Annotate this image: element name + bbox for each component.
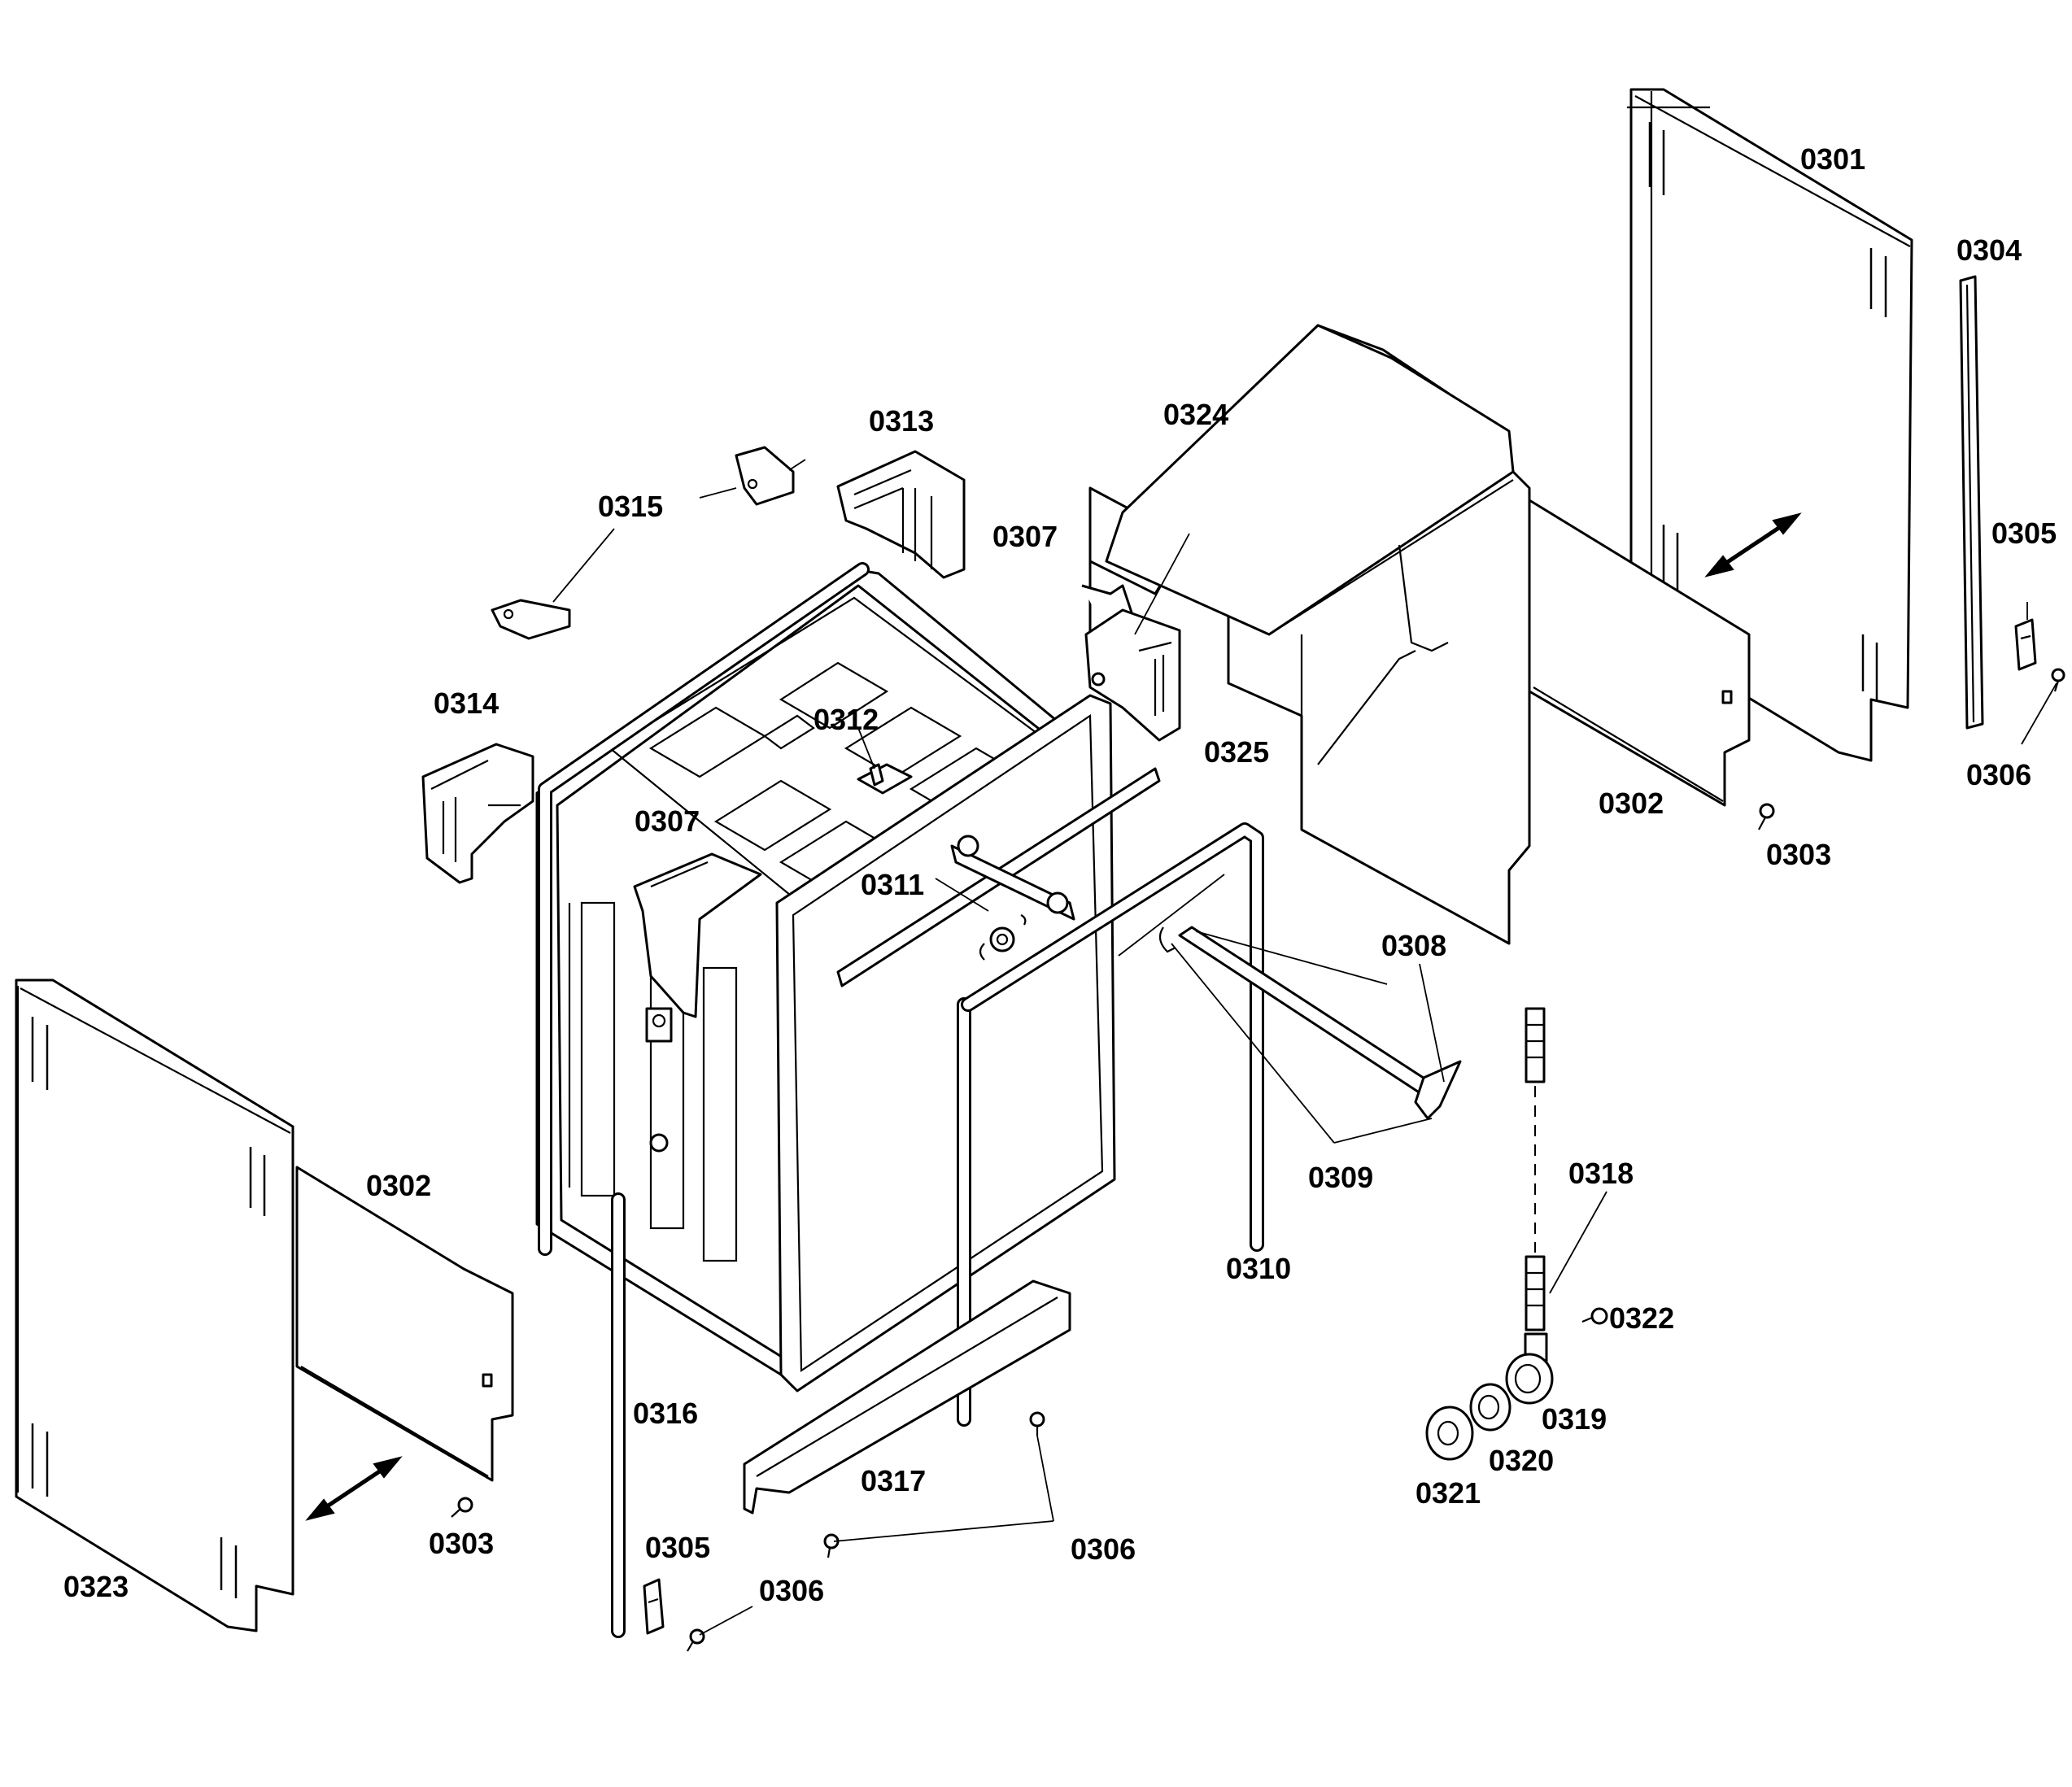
part-0308-rail xyxy=(1158,926,1462,1120)
part-0321-washer xyxy=(1425,1406,1474,1461)
screw-icon xyxy=(1581,1307,1608,1325)
screw-icon xyxy=(1758,803,1775,830)
part-0302-panel-left xyxy=(295,1166,514,1482)
label-0307-front: 0307 xyxy=(635,804,700,838)
part-0313-cover xyxy=(836,450,966,579)
part-0315-bracket xyxy=(491,446,795,640)
label-0321: 0321 xyxy=(1416,1476,1481,1510)
label-0317: 0317 xyxy=(861,1464,926,1497)
label-0301: 0301 xyxy=(1800,142,1865,176)
part-0301-side-panel xyxy=(1627,88,1913,762)
label-0302-right: 0302 xyxy=(1599,787,1664,820)
label-0319: 0319 xyxy=(1542,1402,1607,1436)
screw-icon xyxy=(2051,668,2065,692)
label-0304: 0304 xyxy=(1956,233,2022,267)
part-0307-bracket-top xyxy=(1084,608,1181,742)
part-0314-cover xyxy=(421,743,534,884)
label-0306-right: 0306 xyxy=(1966,758,2031,791)
part-0305-bracket-left xyxy=(643,1578,665,1635)
part-0304-trim-strip xyxy=(1959,275,1984,730)
part-0319-elbow xyxy=(1505,1332,1554,1405)
part-0320-nut xyxy=(1469,1383,1511,1432)
part-0312-latch xyxy=(857,763,913,795)
label-0316: 0316 xyxy=(633,1397,698,1430)
part-0317-rail xyxy=(743,1279,1071,1515)
label-0310: 0310 xyxy=(1226,1252,1291,1285)
label-0318: 0318 xyxy=(1568,1157,1634,1190)
label-0323: 0323 xyxy=(63,1570,129,1603)
label-0303-right: 0303 xyxy=(1766,838,1831,871)
label-0313: 0313 xyxy=(869,404,934,438)
label-0315: 0315 xyxy=(598,490,663,523)
label-0303-left: 0303 xyxy=(429,1527,494,1560)
label-0324: 0324 xyxy=(1163,398,1228,431)
part-0311-hinge xyxy=(950,835,1075,961)
label-0307-top: 0307 xyxy=(992,520,1058,553)
label-0325: 0325 xyxy=(1204,735,1269,769)
tub-front-frame xyxy=(775,694,1116,1393)
part-0318-hose xyxy=(1525,1007,1546,1332)
label-0311: 0311 xyxy=(861,868,924,901)
label-0308: 0308 xyxy=(1381,929,1446,962)
label-0302-left: 0302 xyxy=(366,1169,431,1202)
label-0306-bottom: 0306 xyxy=(1071,1532,1136,1566)
label-0322: 0322 xyxy=(1609,1301,1674,1335)
label-0320: 0320 xyxy=(1489,1444,1554,1477)
label-0306-left: 0306 xyxy=(759,1574,824,1607)
double-arrow-icon xyxy=(1704,512,1802,578)
part-0305-bracket-right xyxy=(2014,618,2037,671)
label-0314: 0314 xyxy=(434,686,499,720)
label-0305-right: 0305 xyxy=(1991,516,2057,550)
leader-lines xyxy=(552,459,1607,1636)
screw-icon xyxy=(823,1533,840,1558)
label-0309: 0309 xyxy=(1308,1161,1373,1194)
screw-icon xyxy=(687,1628,705,1652)
double-arrow-icon xyxy=(305,1456,403,1521)
part-0323-side-panel xyxy=(15,978,294,1632)
part-0316-gasket xyxy=(538,562,870,1638)
screw-icon xyxy=(1029,1411,1045,1436)
part-0307-bracket-front xyxy=(633,852,762,1043)
part-labels: 0301 0304 0305 0306 0302 0303 0324 0313 … xyxy=(63,142,2057,1607)
screw-icon xyxy=(451,1497,473,1518)
label-0312: 0312 xyxy=(814,703,879,736)
label-0305-left: 0305 xyxy=(645,1531,710,1564)
